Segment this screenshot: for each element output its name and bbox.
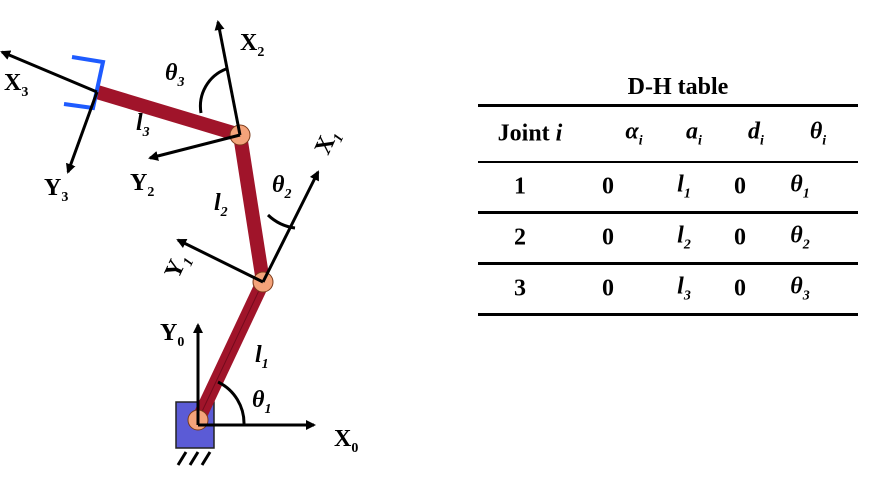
ground-hatch [176, 451, 212, 466]
x2-axis-arrow [214, 20, 242, 136]
row-rule [478, 161, 858, 163]
table-top-rule [478, 104, 858, 107]
cell-alpha: 0 [602, 224, 614, 251]
x3-axis-arrow [0, 50, 98, 94]
theta3-arc [198, 67, 227, 114]
theta2-label: θ2 [272, 172, 291, 202]
l3-label: l3 [136, 110, 150, 140]
theta1-label: θ1 [252, 387, 271, 417]
cell-alpha: 0 [602, 173, 614, 200]
table-header-row: Joint i αi ai di θi [478, 107, 858, 161]
theta2-arc [266, 213, 296, 230]
link-1-outline [197, 281, 264, 421]
row-rule [478, 262, 858, 265]
cell-d: 0 [734, 275, 746, 302]
cell-a: l2 [677, 222, 691, 253]
y3-label: Y3 [44, 175, 68, 205]
y2-axis-arrow [148, 133, 241, 161]
cell-joint: 2 [514, 224, 526, 251]
y2-label: Y2 [130, 170, 154, 200]
x3-label: X3 [4, 70, 28, 100]
cell-alpha: 0 [602, 275, 614, 302]
theta3-label: θ3 [165, 60, 184, 90]
cell-d: 0 [734, 224, 746, 251]
gripper [63, 55, 106, 111]
link-3 [94, 85, 243, 142]
dh-table-title: D-H table [627, 74, 729, 100]
link-2 [233, 133, 270, 284]
x0-label: X0 [334, 426, 358, 456]
cell-theta: θ2 [790, 222, 810, 253]
l2-label: l2 [214, 190, 228, 220]
cell-a: l1 [677, 171, 691, 202]
cell-joint: 3 [514, 275, 526, 302]
row-rule [478, 211, 858, 214]
table-row: 3 0 l3 0 θ3 [478, 265, 858, 313]
header-d: di [748, 118, 764, 149]
cell-joint: 1 [514, 173, 526, 200]
table-row: 1 0 l1 0 θ1 [478, 163, 858, 211]
x2-label: X2 [240, 30, 264, 60]
y3-axis-arrow [66, 91, 99, 174]
cell-theta: θ3 [790, 273, 810, 304]
x1-label: X1 [310, 125, 347, 160]
y1-label: Y1 [160, 249, 197, 284]
l1-label: l1 [255, 342, 269, 372]
robot-arm-diagram: X0 Y0 X1 Y1 X2 Y2 X3 Y3 l1 l2 l3 θ1 θ2 θ… [0, 20, 358, 466]
y0-label: Y0 [160, 320, 184, 350]
header-joint: Joint i [497, 120, 563, 147]
table-row: 2 0 l2 0 θ2 [478, 214, 858, 262]
header-a: ai [686, 118, 702, 149]
table-bottom-rule [478, 313, 858, 316]
cell-a: l3 [677, 273, 691, 304]
header-alpha: αi [625, 118, 643, 149]
theta1-arc [217, 380, 246, 426]
cell-theta: θ1 [790, 171, 810, 202]
cell-d: 0 [734, 173, 746, 200]
header-theta: θi [809, 118, 827, 149]
y1-axis-arrow [176, 238, 264, 284]
dh-table: D-H table Joint i αi ai di θi 1 0 l1 0 θ… [478, 70, 858, 316]
